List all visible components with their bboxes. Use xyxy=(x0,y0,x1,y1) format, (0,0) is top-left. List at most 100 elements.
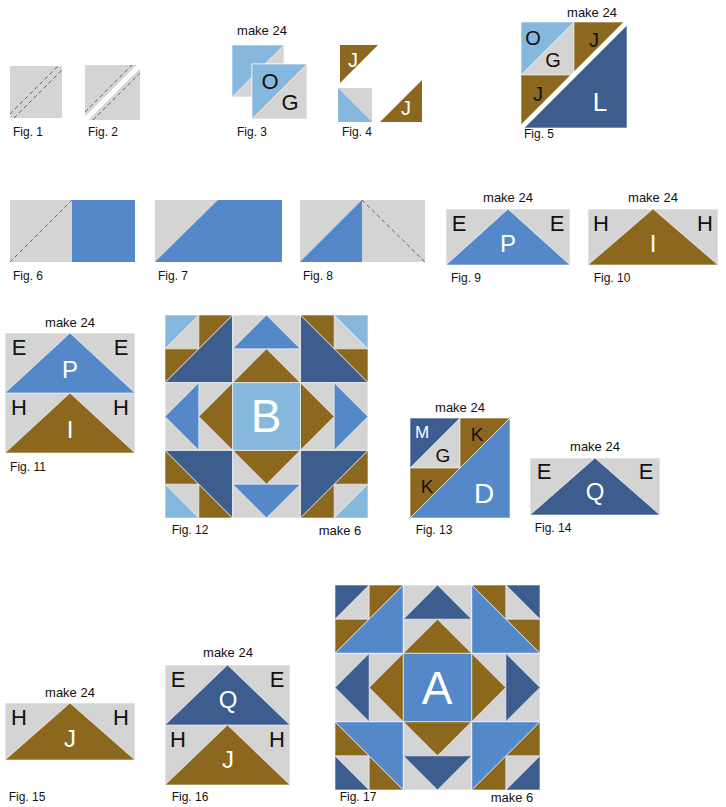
quilt-piece xyxy=(5,703,135,760)
quilt-piece xyxy=(472,653,540,721)
quilt-unit xyxy=(233,383,301,451)
quilt-unit xyxy=(446,209,570,265)
quilt-unit xyxy=(300,315,368,383)
quilt-unit xyxy=(252,64,307,119)
cut-line xyxy=(521,22,627,128)
piece-letter: G xyxy=(281,92,298,114)
quilt-piece xyxy=(334,383,368,451)
quilt-piece xyxy=(506,653,540,721)
quilt-piece xyxy=(252,64,307,119)
quilt-unit xyxy=(588,209,718,265)
piece-letter: P xyxy=(62,358,78,382)
quilt-piece xyxy=(588,209,718,265)
quilt-piece xyxy=(335,653,369,721)
piece-letter: H xyxy=(170,729,186,751)
piece-letter: B xyxy=(251,393,282,439)
piece-letter: H xyxy=(269,729,285,751)
quantity-note: make 24 xyxy=(570,440,620,453)
quilt-unit xyxy=(335,722,403,790)
figure-label: Fig. 4 xyxy=(342,126,372,138)
piece-letter: D xyxy=(474,480,494,508)
quantity-note: make 24 xyxy=(45,686,95,699)
quilt-piece xyxy=(300,383,368,451)
piece-letter: E xyxy=(114,337,129,359)
quilt-piece xyxy=(10,200,72,262)
quilt-piece xyxy=(233,383,301,451)
quilt-piece xyxy=(340,45,378,83)
piece-letter: A xyxy=(422,665,453,711)
piece-letter: O xyxy=(525,28,541,48)
piece-letter: K xyxy=(421,477,434,496)
quilt-piece xyxy=(335,722,403,790)
quilt-piece xyxy=(233,450,301,518)
quilt-unit xyxy=(165,383,233,451)
piece-letter: Q xyxy=(586,480,605,504)
quilt-unit xyxy=(5,703,135,760)
quilt-piece xyxy=(5,393,135,453)
piece-letter: H xyxy=(697,213,713,235)
quilt-piece xyxy=(72,200,135,262)
quilt-unit xyxy=(165,665,290,785)
piece-letter: J xyxy=(348,50,358,70)
figure-label: Fig. 1 xyxy=(13,126,43,138)
piece-letter: E xyxy=(452,213,467,235)
quilt-unit xyxy=(472,653,540,721)
piece-letter: J xyxy=(222,748,234,772)
piece-letter: G xyxy=(545,50,561,70)
quilt-piece xyxy=(521,22,627,128)
piece-letter: I xyxy=(650,232,657,256)
quilt-piece xyxy=(300,383,334,451)
quilt-piece xyxy=(335,653,403,721)
quilt-piece xyxy=(233,315,301,383)
piece-letter: E xyxy=(639,461,654,483)
piece-letter: E xyxy=(537,461,552,483)
piece-letter: Q xyxy=(219,688,238,712)
quilt-piece xyxy=(5,333,135,453)
figure-label: Fig. 13 xyxy=(416,524,453,536)
quilt-piece xyxy=(165,665,290,725)
quilt-piece xyxy=(165,725,290,785)
quilt-piece xyxy=(403,653,471,721)
quilt-unit xyxy=(335,653,403,721)
quilt-piece xyxy=(380,80,422,122)
quilt-piece xyxy=(165,665,290,785)
quilt-piece xyxy=(233,484,301,518)
quilt-piece xyxy=(252,64,307,119)
quilt-piece xyxy=(521,22,574,75)
quilt-unit xyxy=(165,315,233,383)
piece-letter: L xyxy=(593,89,607,115)
figure-label: Fig. 17 xyxy=(340,791,377,803)
quilt-piece xyxy=(85,65,140,120)
quilt-piece xyxy=(403,585,471,653)
quilt-piece xyxy=(300,200,425,262)
figure-label: Fig. 16 xyxy=(172,791,209,803)
quilt-piece xyxy=(403,722,471,756)
quilt-piece xyxy=(335,756,369,790)
quilt-unit xyxy=(233,315,301,383)
quilt-piece xyxy=(410,418,460,468)
quilt-unit xyxy=(403,722,471,790)
quilt-unit xyxy=(5,333,135,453)
piece-letter: E xyxy=(12,337,27,359)
sewing-line xyxy=(10,200,72,262)
quilt-piece xyxy=(403,722,471,790)
quantity-note: make 24 xyxy=(483,191,533,204)
quilt-piece xyxy=(530,458,660,515)
quilt-piece xyxy=(155,200,282,262)
piece-letter: I xyxy=(67,418,74,442)
quilt-unit xyxy=(521,22,627,128)
quilt-piece xyxy=(369,653,403,721)
quilt-piece xyxy=(5,333,135,393)
quilt-piece xyxy=(472,722,540,790)
quilt-piece xyxy=(410,418,510,518)
piece-letter: J xyxy=(401,98,411,118)
quilt-piece xyxy=(300,315,368,383)
quilt-piece xyxy=(335,585,403,653)
sewing-line xyxy=(10,66,58,114)
quilt-piece xyxy=(403,756,471,790)
quilt-piece xyxy=(165,383,233,451)
quilt-piece xyxy=(165,383,199,451)
